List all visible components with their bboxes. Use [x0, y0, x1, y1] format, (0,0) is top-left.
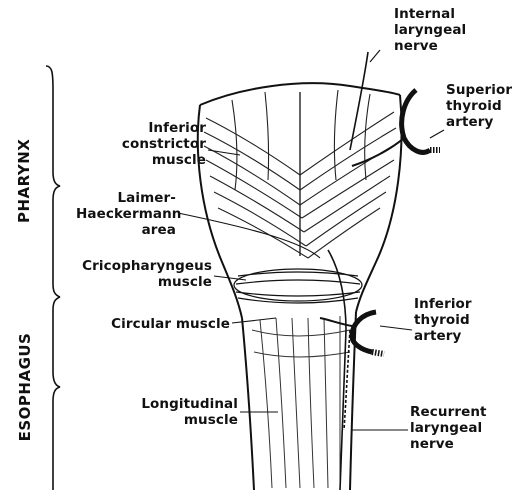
- label-longitudinal-muscle: Longitudinal muscle: [116, 396, 238, 428]
- cricopharyngeus-band: [234, 269, 362, 303]
- leader-inferior-thyroid: [380, 326, 412, 330]
- label-laimer-haeckermann-area: Laimer- Haeckermann area: [76, 190, 176, 238]
- esophagus-left-outline: [242, 318, 254, 490]
- constrictor-fibers: [204, 90, 396, 258]
- section-brackets: [46, 66, 60, 490]
- section-label-pharynx: PHARYNX: [15, 139, 33, 223]
- section-label-esophagus: ESOPHAGUS: [16, 332, 34, 442]
- label-recurrent-laryngeal-nerve: Recurrent laryngeal nerve: [410, 404, 487, 452]
- nerves: [328, 52, 368, 490]
- leader-circular: [232, 318, 276, 323]
- label-inferior-thyroid-artery: Inferior thyroid artery: [414, 296, 472, 344]
- label-circular-muscle: Circular muscle: [88, 316, 230, 332]
- leader-inferior-constrictor: [208, 150, 240, 155]
- label-superior-thyroid-artery: Superior thyroid artery: [446, 82, 512, 130]
- recurrent-laryngeal-nerve-path: [328, 250, 346, 490]
- label-internal-laryngeal-nerve: Internal laryngeal nerve: [394, 6, 466, 54]
- esophagus-fibers: [252, 316, 350, 488]
- leader-laimer: [178, 213, 320, 258]
- pharynx-bracket: [46, 66, 60, 297]
- superior-thyroid-artery-path: [402, 90, 430, 152]
- label-inferior-constrictor-muscle: Inferior constrictor muscle: [96, 120, 206, 168]
- leader-superior-thyroid: [430, 130, 444, 138]
- esophagus-bracket: [53, 297, 60, 490]
- label-cricopharyngeus-muscle: Cricopharyngeus muscle: [76, 258, 212, 290]
- pharynx-right-outline: [356, 95, 402, 312]
- leader-internal-nerve: [370, 50, 380, 62]
